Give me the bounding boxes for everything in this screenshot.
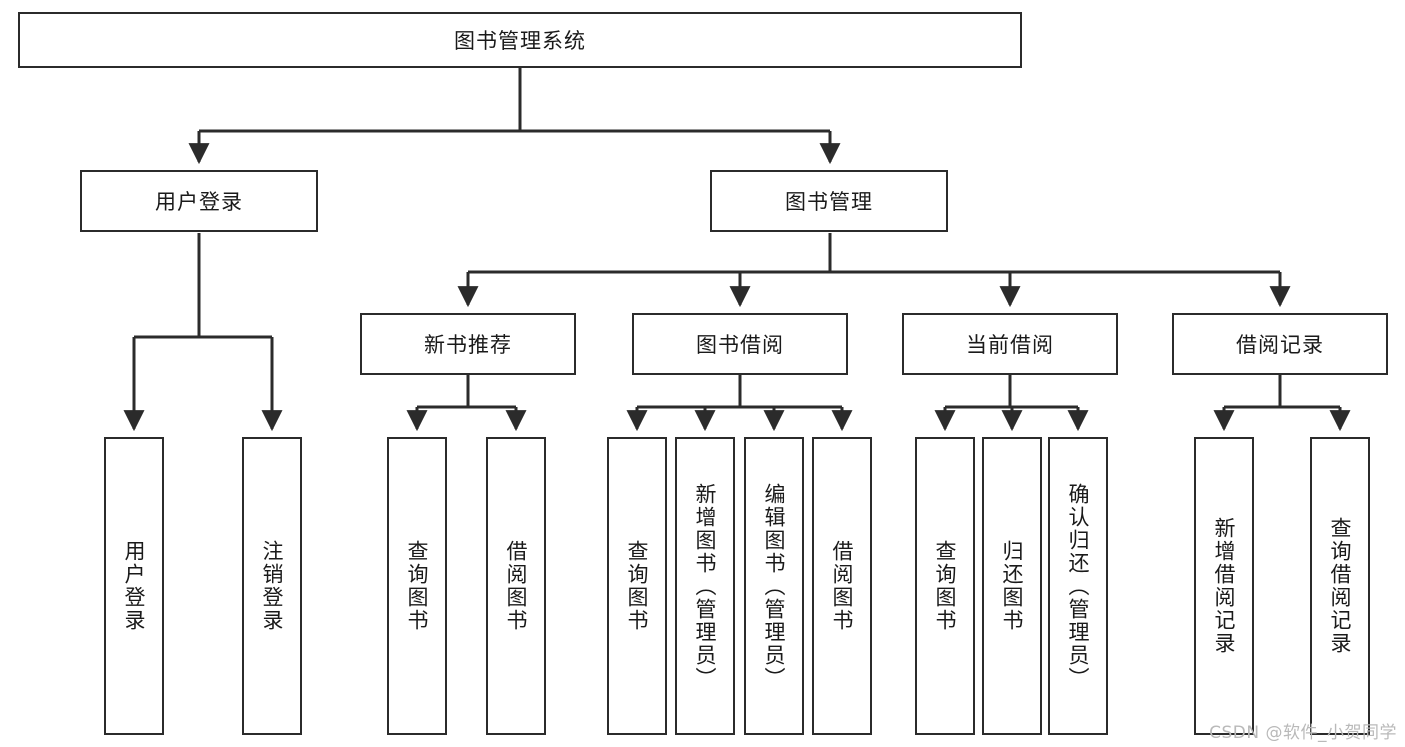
node-label: 编辑图书（管理员） xyxy=(762,482,787,690)
node-label: 确认归还（管理员） xyxy=(1066,482,1091,690)
node-user-login[interactable]: 用户登录 xyxy=(80,170,318,232)
node-label: 查询图书 xyxy=(405,540,430,632)
node-book-management[interactable]: 图书管理 xyxy=(710,170,948,232)
leaf-query-borrow-record[interactable]: 查询借阅记录 xyxy=(1310,437,1370,735)
node-label: 用户登录 xyxy=(155,190,243,214)
node-label: 查询借阅记录 xyxy=(1328,517,1353,655)
leaf-edit-book-admin[interactable]: 编辑图书（管理员） xyxy=(744,437,804,735)
node-label: 借阅图书 xyxy=(504,540,529,632)
node-label: 图书管理 xyxy=(785,190,873,214)
leaf-query-books-borrow[interactable]: 查询图书 xyxy=(607,437,667,735)
leaf-confirm-return-admin[interactable]: 确认归还（管理员） xyxy=(1048,437,1108,735)
node-label: 新书推荐 xyxy=(424,333,512,357)
node-label: 归还图书 xyxy=(1000,540,1025,632)
watermark: CSDN @软件_小贺同学 xyxy=(1209,723,1397,743)
node-current-borrowing[interactable]: 当前借阅 xyxy=(902,313,1118,375)
leaf-add-borrow-record[interactable]: 新增借阅记录 xyxy=(1194,437,1254,735)
node-label: 查询图书 xyxy=(625,540,650,632)
node-new-book-recommendation[interactable]: 新书推荐 xyxy=(360,313,576,375)
node-book-borrowing[interactable]: 图书借阅 xyxy=(632,313,848,375)
node-label: 注销登录 xyxy=(260,540,285,632)
node-root-book-management-system[interactable]: 图书管理系统 xyxy=(18,12,1022,68)
leaf-query-books-current[interactable]: 查询图书 xyxy=(915,437,975,735)
node-label: 图书借阅 xyxy=(696,333,784,357)
node-label: 图书管理系统 xyxy=(454,29,586,53)
leaf-user-login[interactable]: 用户登录 xyxy=(104,437,164,735)
node-label: 当前借阅 xyxy=(966,333,1054,357)
node-label: 用户登录 xyxy=(122,540,147,632)
node-borrowing-records[interactable]: 借阅记录 xyxy=(1172,313,1388,375)
leaf-borrow-books-newbook[interactable]: 借阅图书 xyxy=(486,437,546,735)
node-label: 新增借阅记录 xyxy=(1212,517,1237,655)
leaf-borrow-books[interactable]: 借阅图书 xyxy=(812,437,872,735)
node-label: 新增图书（管理员） xyxy=(693,482,718,690)
node-label: 查询图书 xyxy=(933,540,958,632)
node-label: 借阅记录 xyxy=(1236,333,1324,357)
leaf-return-books[interactable]: 归还图书 xyxy=(982,437,1042,735)
leaf-add-book-admin[interactable]: 新增图书（管理员） xyxy=(675,437,735,735)
leaf-logout[interactable]: 注销登录 xyxy=(242,437,302,735)
node-label: 借阅图书 xyxy=(830,540,855,632)
leaf-query-books-newbook[interactable]: 查询图书 xyxy=(387,437,447,735)
